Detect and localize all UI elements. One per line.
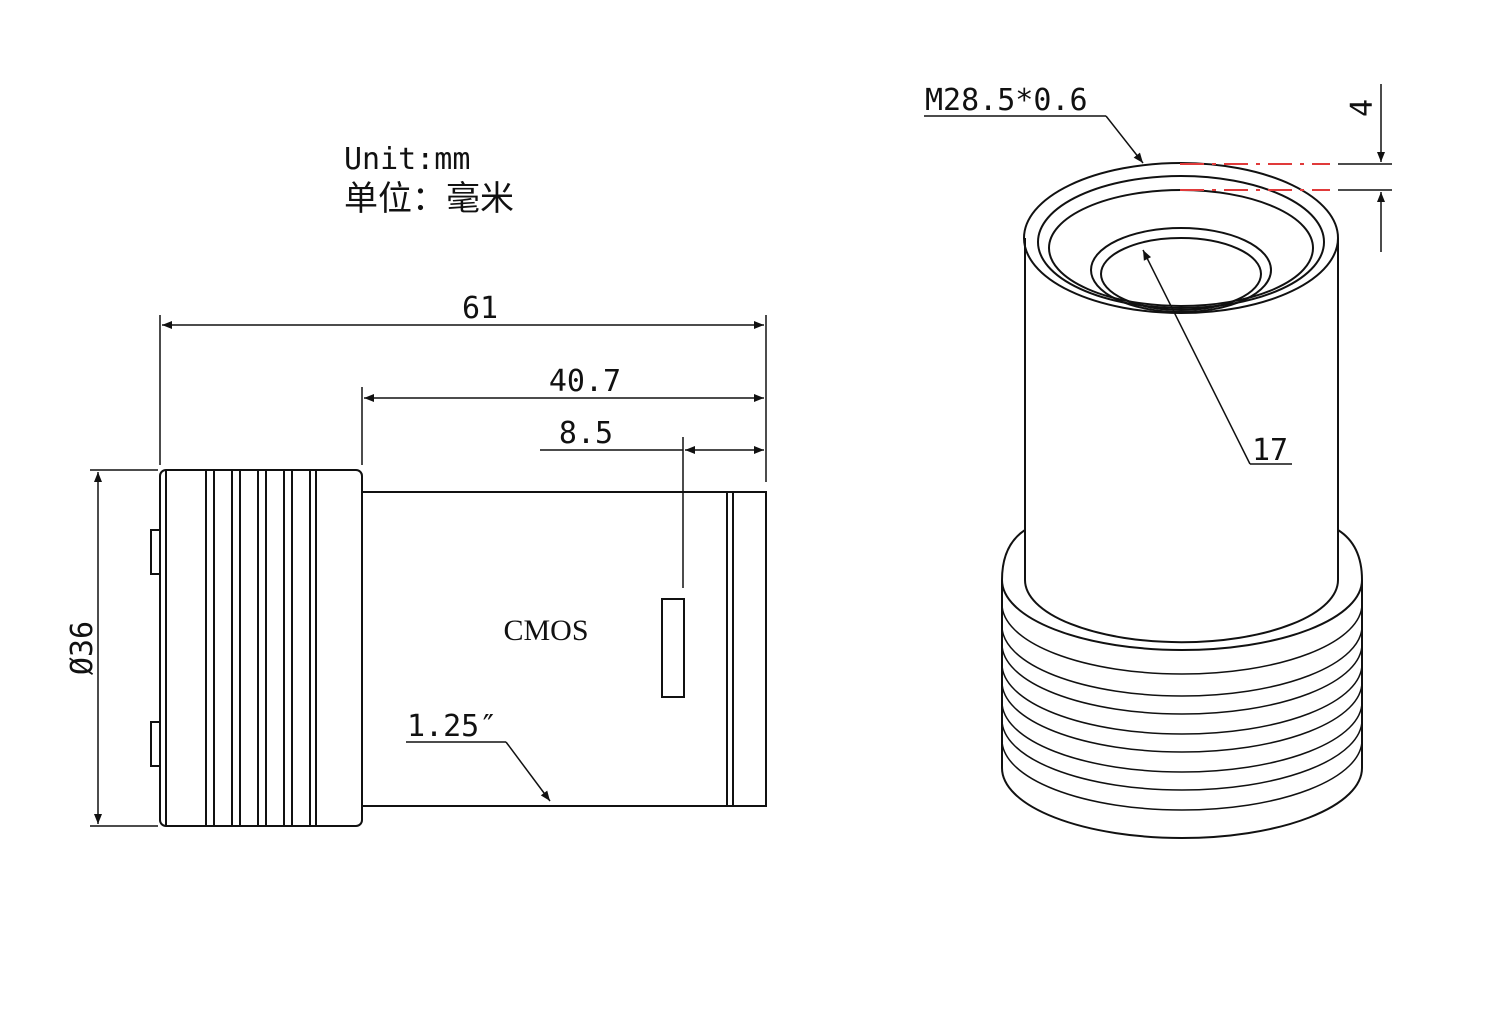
- connector-bump-top: [150, 529, 161, 575]
- base-shoulder-left: [1001, 529, 1026, 581]
- unit-label-zh: 单位：毫米: [344, 180, 514, 218]
- aperture-outer: [1090, 227, 1272, 313]
- thread-depth-label: 4: [1345, 99, 1380, 117]
- base-shoulder-right: [1337, 529, 1363, 581]
- dim-back-focus: 8.5: [559, 416, 613, 451]
- thread-label: M28.5*0.6: [925, 83, 1088, 118]
- dim-diameter: Ø36: [65, 621, 100, 675]
- dim-body-length: 40.7: [549, 364, 621, 399]
- sensor-label: CMOS: [503, 614, 588, 647]
- base-bottom-arc: [1001, 767, 1363, 839]
- side-view: 61 40.7 8.5 Ø36: [65, 291, 767, 827]
- nosepiece-tube: [362, 491, 728, 807]
- unit-label-en: Unit:mm: [344, 142, 470, 177]
- rim-seat: [1048, 189, 1314, 307]
- aperture-label: 17: [1252, 433, 1288, 468]
- thread-leader: [1105, 115, 1144, 164]
- cmos-sensor: [661, 598, 685, 698]
- base-top-arc: [1001, 579, 1363, 651]
- nosepiece-label: 1.25″: [407, 709, 497, 744]
- thread-rings: [1001, 603, 1363, 811]
- cooling-fins: [165, 470, 317, 826]
- barrel-bottom-arc: [1024, 579, 1339, 644]
- aperture-inner: [1100, 237, 1262, 311]
- finned-housing: [159, 469, 363, 827]
- aperture-leader: [1142, 249, 1251, 465]
- isometric-view: M28.5*0.6 4 17: [924, 83, 1392, 839]
- rim-inner: [1037, 175, 1325, 309]
- nosepiece-front-ring: [726, 491, 767, 807]
- dim-total-length: 61: [462, 291, 498, 326]
- nosepiece-leader: [505, 741, 551, 802]
- connector-bump-bottom: [150, 721, 161, 767]
